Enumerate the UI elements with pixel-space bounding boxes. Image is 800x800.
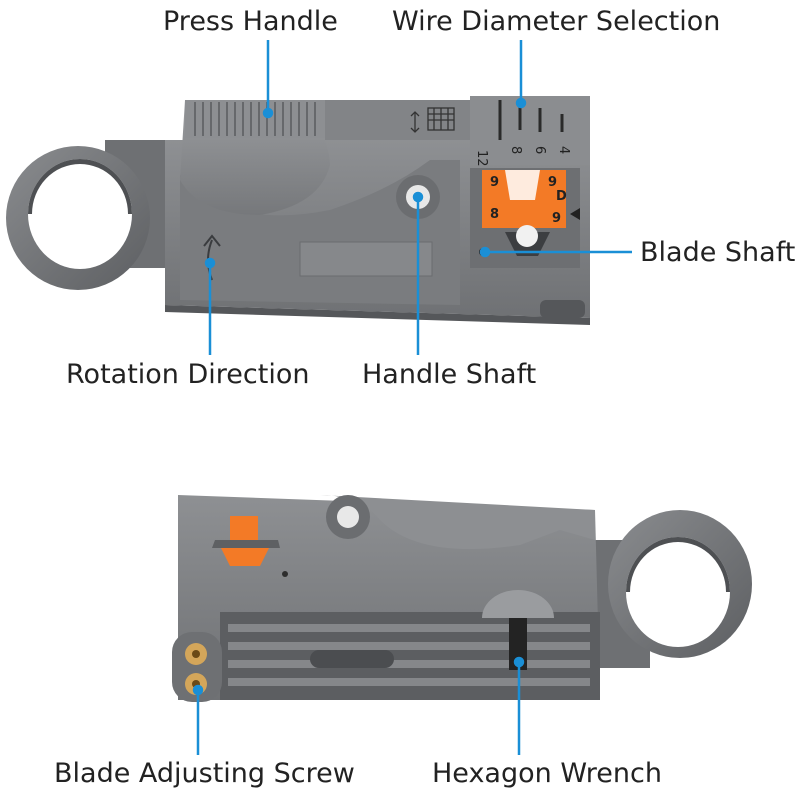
top-tool: 12 8 6 4	[6, 96, 590, 325]
bottom-pivot	[326, 495, 370, 539]
label-rotation-direction: Rotation Direction	[66, 359, 310, 390]
blade-adjusting-screws	[172, 632, 222, 702]
callout-lines	[192, 40, 632, 755]
label-wire-diameter-selection: Wire Diameter Selection	[392, 6, 721, 37]
wire-diameter-dial: 12 8 6 4	[470, 96, 590, 167]
bottom-ring	[590, 510, 752, 668]
top-ring	[6, 140, 170, 290]
hexagon-wrench-socket	[482, 590, 554, 670]
dial-number: 12	[474, 150, 489, 167]
press-handle	[180, 100, 330, 215]
label-hexagon-wrench: Hexagon Wrench	[432, 758, 662, 789]
bottom-ribs	[220, 612, 600, 700]
cable-size-icon	[410, 107, 455, 133]
dial-number: 8	[508, 146, 523, 154]
label-blade-adjusting-screw: Blade Adjusting Screw	[54, 758, 355, 789]
label-handle-shaft: Handle Shaft	[362, 359, 537, 390]
dial-number: 6	[532, 146, 547, 154]
label-press-handle: Press Handle	[163, 6, 338, 37]
blade-mark: 8	[490, 207, 499, 222]
blade-mark: D	[556, 189, 567, 204]
body-slot	[299, 241, 433, 277]
blade-mark: 9	[548, 175, 557, 190]
label-blade-shaft: Blade Shaft	[640, 237, 796, 268]
dial-number: 4	[556, 146, 571, 154]
blade-mark: 9	[490, 175, 499, 190]
blade-mark: 9	[552, 211, 561, 226]
bottom-tool	[172, 495, 752, 702]
